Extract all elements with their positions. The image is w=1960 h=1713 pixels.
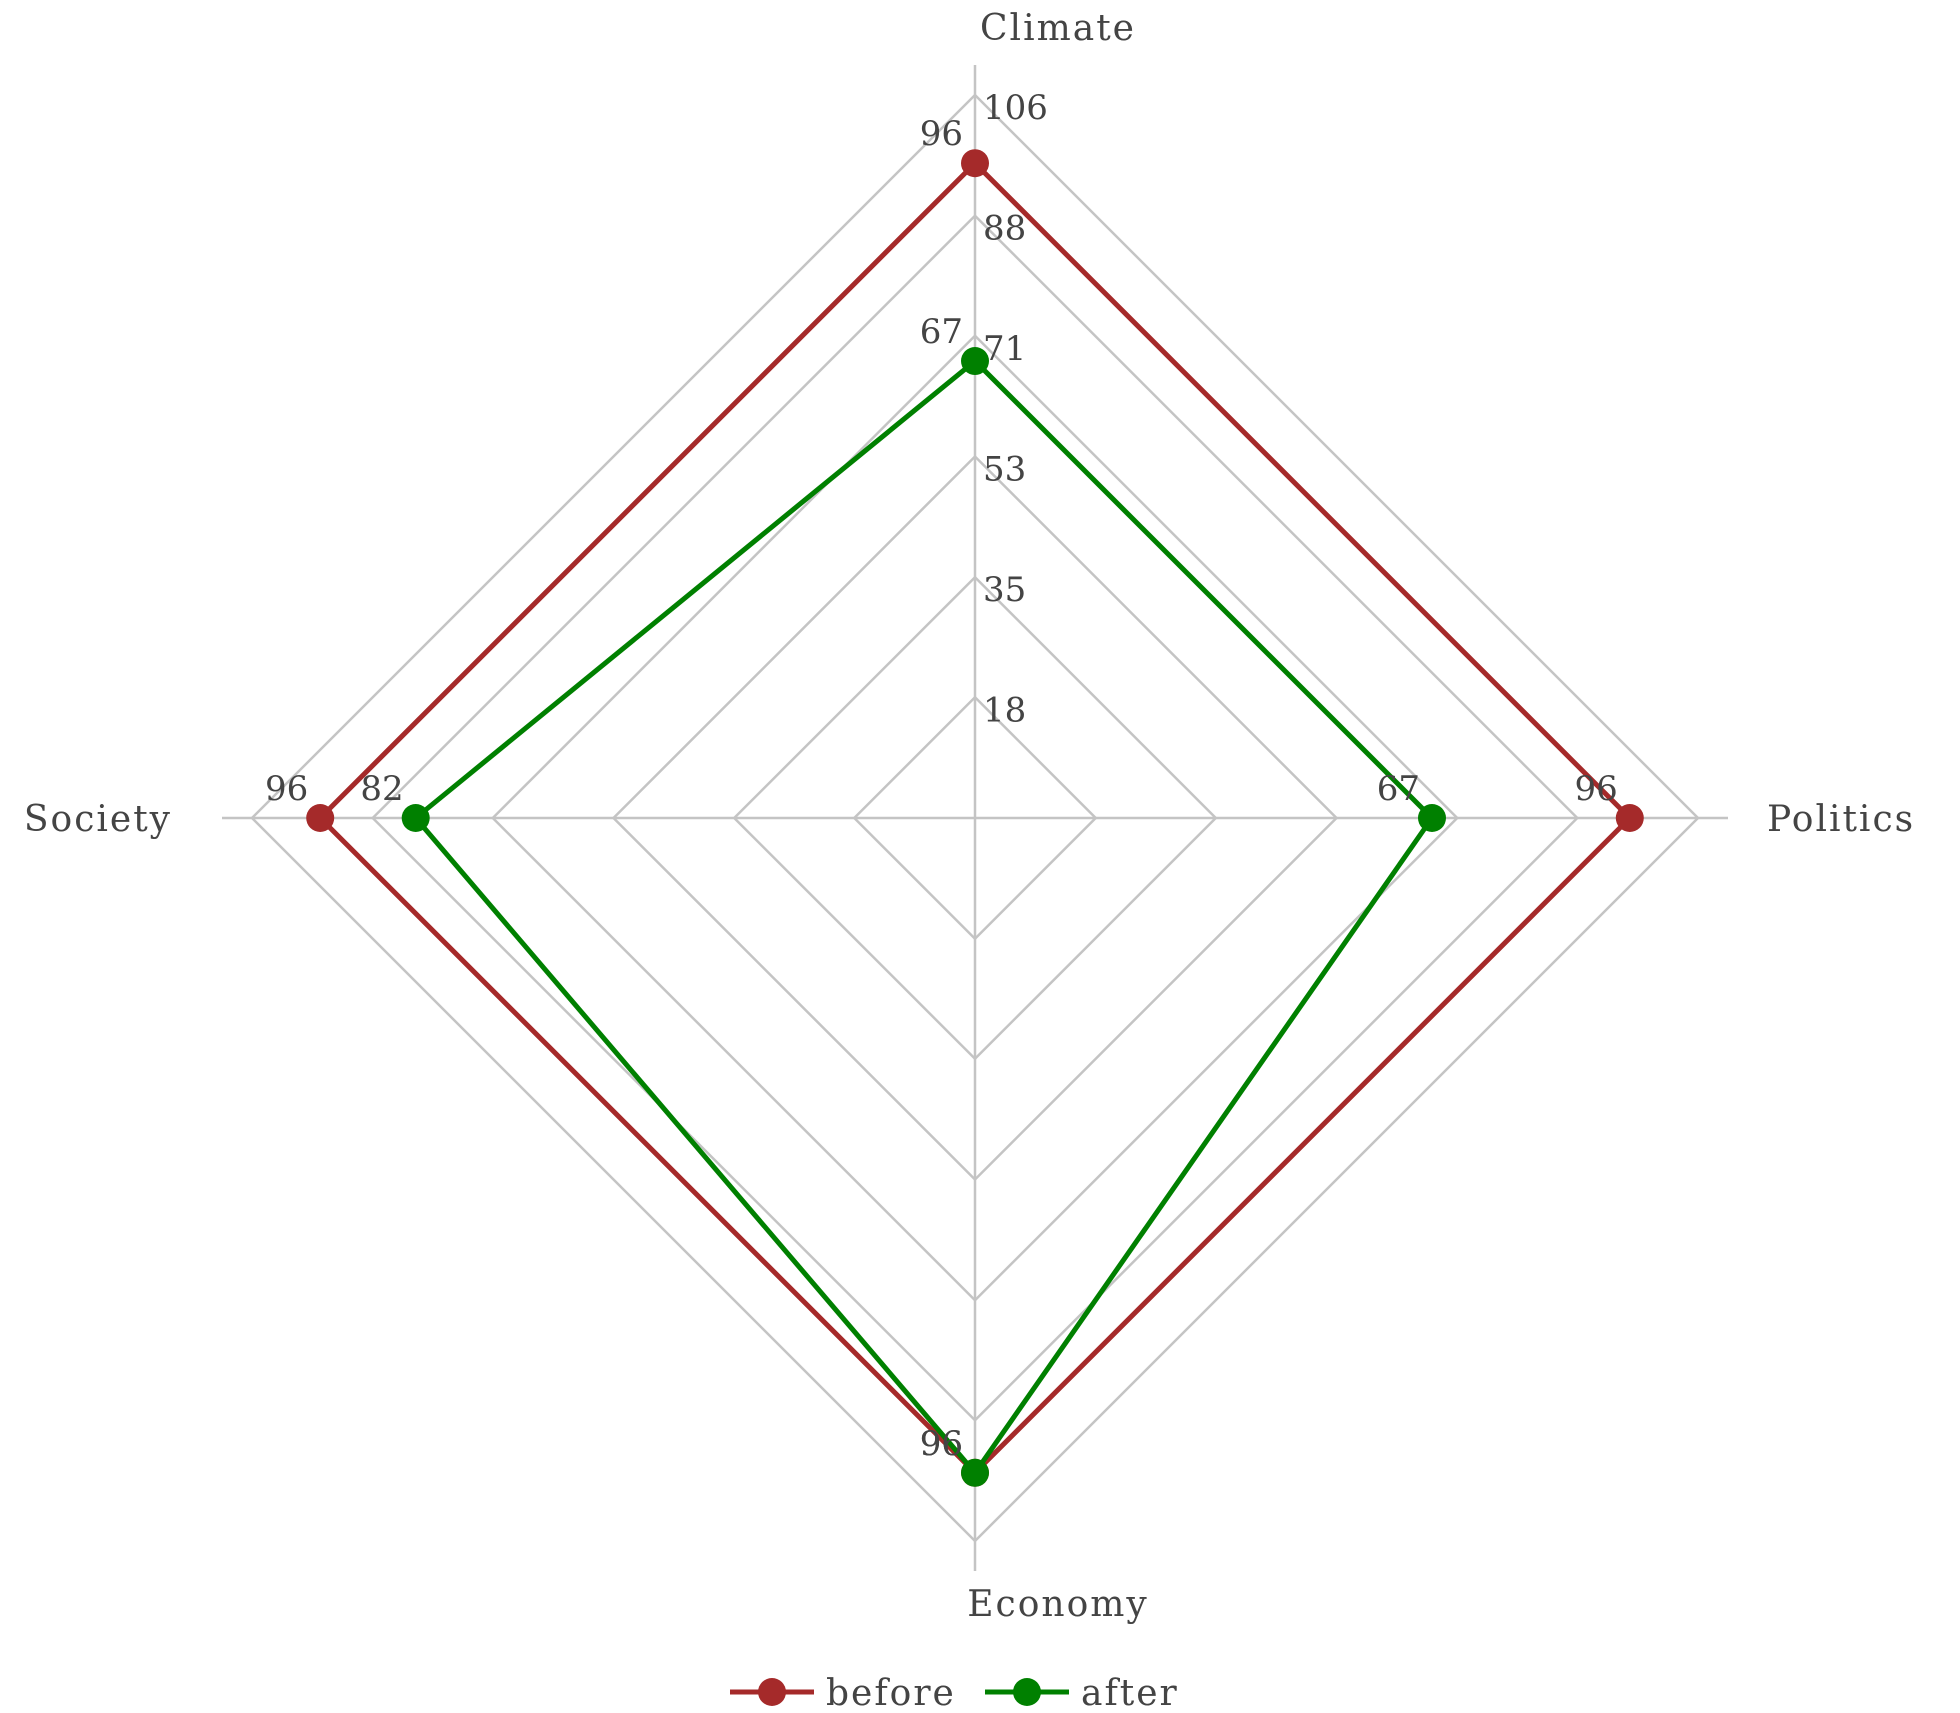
indicator-label-economy: Economy xyxy=(967,1584,1148,1625)
tick-label: 71 xyxy=(983,329,1026,369)
data-label: 67 xyxy=(920,312,963,352)
tick-label: 18 xyxy=(983,690,1026,730)
legend-marker xyxy=(1013,1678,1041,1706)
data-label: 67 xyxy=(1377,769,1420,809)
data-point xyxy=(401,804,430,832)
data-point xyxy=(1417,804,1446,832)
data-point xyxy=(306,804,335,832)
legend[interactable]: before after xyxy=(730,1673,1179,1713)
legend-item-before[interactable]: before xyxy=(730,1673,956,1713)
indicator-label-climate: Climate xyxy=(980,8,1136,49)
legend-item-after[interactable]: after xyxy=(985,1673,1179,1713)
data-point xyxy=(961,1458,989,1487)
tick-label: 106 xyxy=(983,88,1048,128)
data-point xyxy=(1615,804,1644,832)
legend-marker xyxy=(758,1678,786,1706)
data-label: 96 xyxy=(1575,769,1618,809)
indicator-label-society: Society xyxy=(24,799,172,840)
tick-label: 53 xyxy=(983,450,1026,490)
legend-label: before xyxy=(826,1673,956,1713)
data-label: 96 xyxy=(920,1424,963,1464)
data-label: 96 xyxy=(920,114,963,154)
tick-label: 35 xyxy=(983,570,1026,610)
data-point xyxy=(961,149,989,178)
series-after: 67 67 96 82 xyxy=(360,312,1446,1487)
data-point xyxy=(961,347,989,376)
indicator-label-politics: Politics xyxy=(1767,799,1915,840)
radar-grid xyxy=(222,65,1728,1571)
legend-label: after xyxy=(1081,1673,1179,1713)
series-line xyxy=(413,358,1435,1476)
radar-tick-labels: 18 35 53 71 88 106 xyxy=(983,88,1048,730)
data-label: 96 xyxy=(265,769,308,809)
tick-label: 88 xyxy=(983,209,1026,249)
data-label: 82 xyxy=(360,769,403,809)
